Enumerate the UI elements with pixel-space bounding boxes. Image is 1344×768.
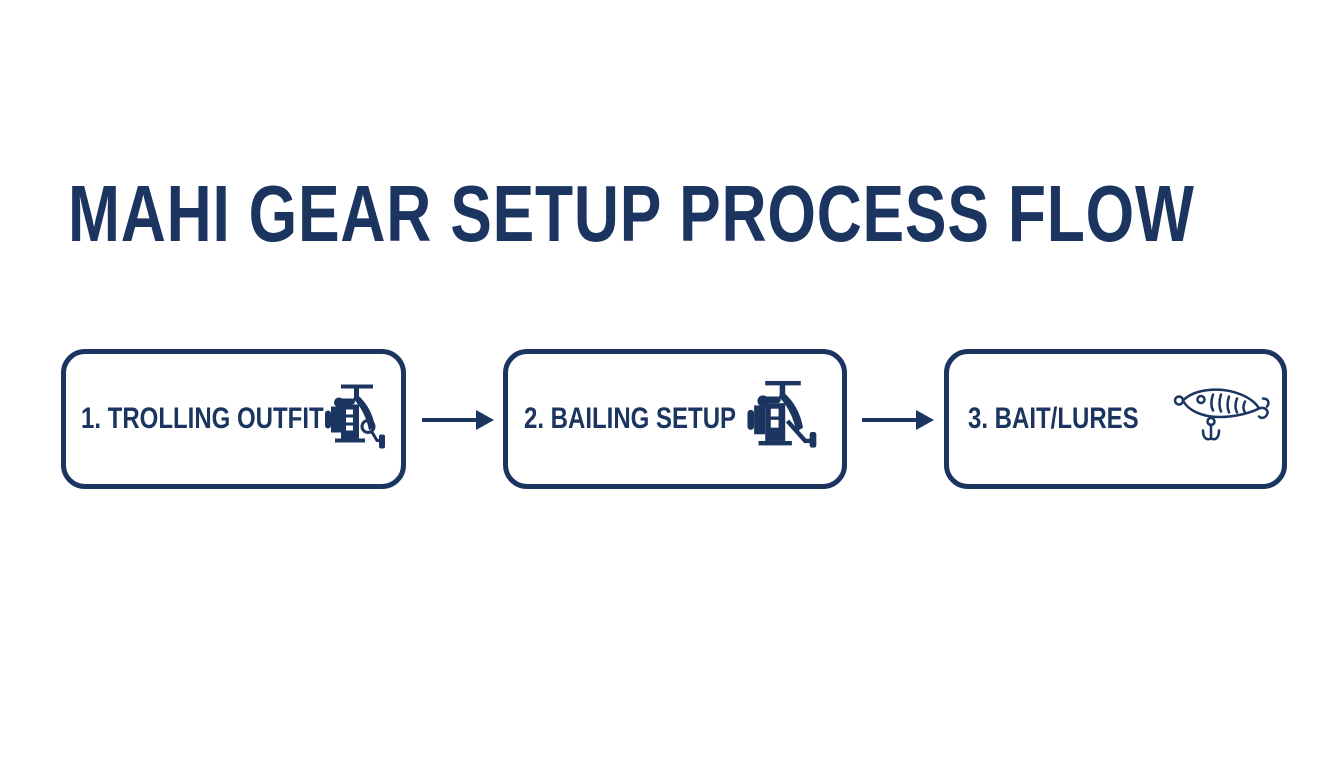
step-label: 2. BAILING SETUP (524, 402, 737, 435)
step-label: 1. TROLLING OUTFIT (81, 402, 324, 435)
step-bailing-setup: 2. BAILING SETUP (503, 349, 847, 489)
fishing-lure-icon (1171, 387, 1275, 452)
step-trolling-outfit: 1. TROLLING OUTFIT (61, 349, 406, 489)
step-label: 3. BAIT/LURES (968, 402, 1139, 435)
step-bait-lures: 3. BAIT/LURES (944, 349, 1287, 489)
spinning-reel-icon (743, 377, 823, 462)
arrow-right-icon (862, 410, 934, 430)
diagram-title: MAHI GEAR SETUP PROCESS FLOW (68, 169, 1195, 258)
arrow-right-icon (422, 410, 494, 430)
spinning-reel-icon (321, 381, 393, 458)
